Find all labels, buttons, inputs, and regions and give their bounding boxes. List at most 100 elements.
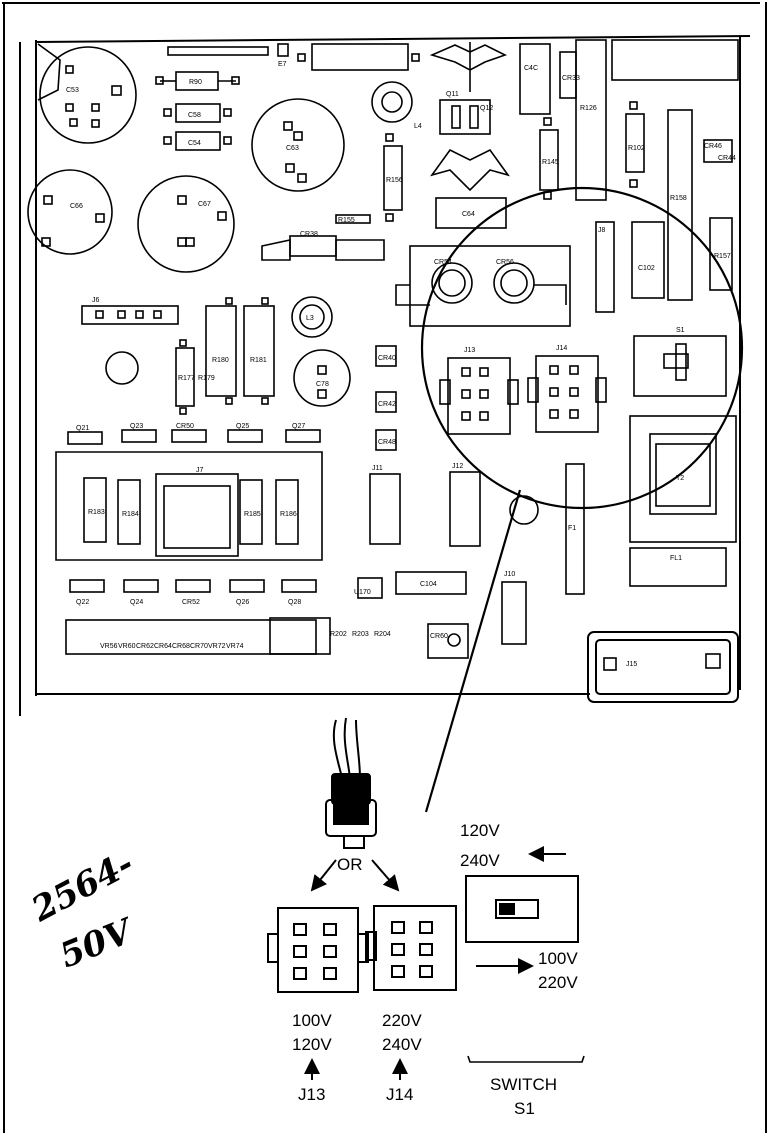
label-j8: J8 bbox=[598, 227, 606, 234]
label-j13: J13 bbox=[464, 347, 475, 354]
label-r156: R156 bbox=[386, 177, 403, 184]
label-r181: R181 bbox=[250, 357, 267, 364]
j14-voltage-1: 220V bbox=[382, 1011, 422, 1030]
switch-bottom-voltage-2: 220V bbox=[538, 973, 578, 992]
j14-voltage-2: 240V bbox=[382, 1035, 422, 1054]
label-r204: R204 bbox=[374, 631, 391, 638]
lower-component-area bbox=[55, 429, 727, 671]
label-f1: F1 bbox=[568, 525, 576, 532]
label-c64: C64 bbox=[462, 211, 475, 218]
label-cr56: CR56 bbox=[496, 259, 514, 266]
label-r202: R202 bbox=[330, 631, 347, 638]
label-r184: R184 bbox=[122, 511, 139, 518]
label-cr46: CR46 bbox=[704, 143, 722, 150]
board-labels: C53 R90 E7 C58 C54 C63 C66 C67 Q11 Q12 L… bbox=[66, 61, 736, 668]
leader-line bbox=[424, 489, 522, 813]
switch-label-2: S1 bbox=[514, 1099, 535, 1118]
label-c58: C58 bbox=[188, 112, 201, 119]
label-j7: J7 bbox=[196, 467, 204, 474]
label-vr74: VR74 bbox=[226, 643, 244, 650]
label-cr68: CR68 bbox=[172, 643, 190, 650]
label-fl1: FL1 bbox=[670, 555, 682, 562]
label-c78: C78 bbox=[316, 381, 329, 388]
label-vr72: VR72 bbox=[208, 643, 226, 650]
label-j15: J15 bbox=[626, 661, 637, 668]
label-cr38: CR38 bbox=[300, 231, 318, 238]
handwritten-line-2: 50V bbox=[54, 910, 141, 976]
label-j6: J6 bbox=[92, 297, 100, 304]
j13-voltage-1: 100V bbox=[292, 1011, 332, 1030]
label-vr60: VR60 bbox=[118, 643, 136, 650]
magnifier-circle bbox=[420, 186, 744, 510]
label-r145: R145 bbox=[542, 159, 559, 166]
label-r177: R177 bbox=[178, 375, 195, 382]
top-component-area bbox=[27, 39, 739, 313]
label-r90: R90 bbox=[189, 79, 202, 86]
j14-label: J14 bbox=[386, 1085, 413, 1104]
label-cr48: CR48 bbox=[378, 439, 396, 446]
label-r179: R179 bbox=[198, 375, 215, 382]
label-c67: C67 bbox=[198, 201, 211, 208]
or-label: OR bbox=[337, 855, 363, 874]
label-cr54: CR54 bbox=[434, 259, 452, 266]
harness-connector-icon bbox=[325, 717, 377, 849]
detail-callout bbox=[420, 186, 744, 813]
label-cr44: CR44 bbox=[718, 155, 736, 162]
label-r155: R155 bbox=[338, 217, 355, 224]
label-r180: R180 bbox=[212, 357, 229, 364]
label-j12: J12 bbox=[452, 463, 463, 470]
label-r186: R186 bbox=[280, 511, 297, 518]
label-q11: Q11 bbox=[446, 91, 459, 98]
label-c63: C63 bbox=[286, 145, 299, 152]
label-c4c: C4C bbox=[524, 65, 538, 72]
label-u170: U170 bbox=[354, 589, 371, 596]
label-c104: C104 bbox=[420, 581, 437, 588]
label-cr50: CR50 bbox=[176, 423, 194, 430]
label-l3: L3 bbox=[306, 315, 314, 322]
label-cr70: CR70 bbox=[190, 643, 208, 650]
switch-label-1: SWITCH bbox=[490, 1075, 557, 1094]
label-cr62: CR62 bbox=[136, 643, 154, 650]
middle-component-area bbox=[81, 245, 737, 543]
label-cr52: CR52 bbox=[182, 599, 200, 606]
label-q27: Q27 bbox=[292, 423, 305, 430]
label-r102: R102 bbox=[628, 145, 645, 152]
label-q12: Q12 bbox=[480, 105, 493, 112]
j14-connector-icon bbox=[365, 905, 457, 991]
label-e7: E7 bbox=[278, 61, 287, 68]
label-s1: S1 bbox=[676, 327, 685, 334]
label-j11: J11 bbox=[372, 465, 383, 472]
label-r185: R185 bbox=[244, 511, 261, 518]
label-q24: Q24 bbox=[130, 599, 143, 606]
label-c66: C66 bbox=[70, 203, 83, 210]
label-j10: J10 bbox=[504, 571, 515, 578]
label-q26: Q26 bbox=[236, 599, 249, 606]
switch-bracket bbox=[467, 1055, 585, 1063]
slide-switch-icon bbox=[465, 875, 579, 943]
handwritten-note: 2564- 50V bbox=[25, 844, 141, 977]
label-q21: Q21 bbox=[76, 425, 89, 432]
label-t2: T2 bbox=[676, 475, 684, 482]
label-cr33: CR33 bbox=[562, 75, 580, 82]
label-l4: L4 bbox=[414, 123, 422, 130]
label-q28: Q28 bbox=[288, 599, 301, 606]
label-r158: R158 bbox=[670, 195, 687, 202]
j13-connector-icon bbox=[267, 907, 369, 993]
label-r183: R183 bbox=[88, 509, 105, 516]
switch-top-voltage-1: 120V bbox=[460, 821, 500, 840]
label-q22: Q22 bbox=[76, 599, 89, 606]
switch-top-voltage-2: 240V bbox=[460, 851, 500, 870]
label-cr42: CR42 bbox=[378, 401, 396, 408]
j13-voltage-2: 120V bbox=[292, 1035, 332, 1054]
label-vr56: VR56 bbox=[100, 643, 118, 650]
label-c102: C102 bbox=[638, 265, 655, 272]
label-r126: R126 bbox=[580, 105, 597, 112]
label-q23: Q23 bbox=[130, 423, 143, 430]
label-r157: R157 bbox=[714, 253, 731, 260]
label-c53: C53 bbox=[66, 87, 79, 94]
pcb-outline bbox=[19, 35, 751, 716]
label-j14: J14 bbox=[556, 345, 567, 352]
j13-label: J13 bbox=[298, 1085, 325, 1104]
